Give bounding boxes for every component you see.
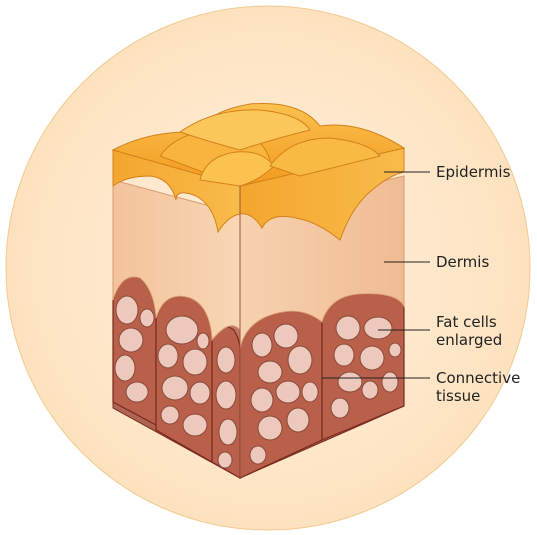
label-connective-tissue: Connective tissue	[436, 369, 520, 405]
label-dermis: Dermis	[436, 253, 489, 271]
label-fat-cells-enlarged: Fat cells enlarged	[436, 313, 502, 349]
label-epidermis: Epidermis	[436, 163, 510, 181]
